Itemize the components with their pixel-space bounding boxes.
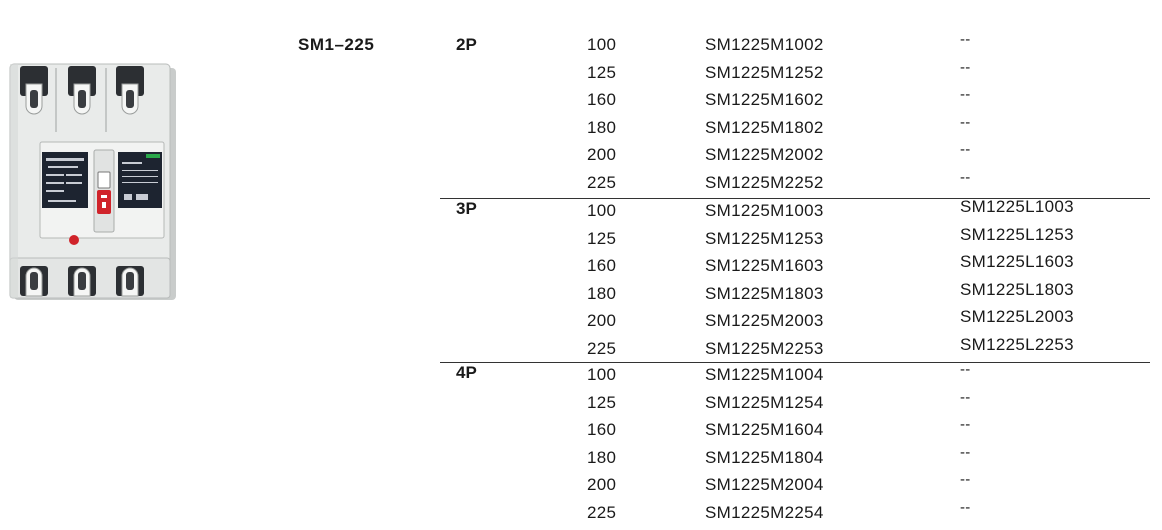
l-code-cell: --: [960, 141, 971, 158]
l-code-cell: --: [960, 58, 971, 76]
l-code-cell: SM1225L1603: [960, 252, 1074, 271]
pole-group-4p: 4P 100 SM1225M1004 -- 125 SM1225M1254 --…: [440, 361, 1150, 523]
m-code-cell: SM1225M1804: [705, 447, 824, 467]
l-code-cell: SM1225L2003: [960, 307, 1074, 326]
table-row: 160 SM1225M1604 --: [440, 416, 1150, 447]
l-code-cell: --: [960, 361, 971, 378]
table-row: 100 SM1225M1003 SM1225L1003: [440, 197, 1150, 228]
pole-group-2p: 2P 100 SM1225M1002 -- 125 SM1225M1252 --…: [440, 31, 1150, 200]
m-code-cell: SM1225M1003: [705, 201, 824, 220]
m-code-cell: SM1225M1252: [705, 62, 824, 82]
m-code-cell: SM1225M1604: [705, 420, 824, 439]
rating-cell: 180: [587, 447, 617, 467]
m-code-cell: SM1225M1802: [705, 117, 824, 137]
table-row: 200 SM1225M2003 SM1225L2003: [440, 307, 1150, 338]
table-row: 125 SM1225M1252 --: [440, 59, 1150, 90]
rating-cell: 160: [587, 90, 617, 109]
rating-cell: 180: [587, 117, 617, 137]
rating-cell: 200: [587, 311, 617, 330]
rating-cell: 200: [587, 475, 617, 494]
group-divider: [440, 362, 1150, 363]
l-code-cell: SM1225L1803: [960, 279, 1074, 299]
table-row: 125 SM1225M1253 SM1225L1253: [440, 225, 1150, 256]
table-row: 180 SM1225M1803 SM1225L1803: [440, 280, 1150, 311]
circuit-breaker-image: [9, 63, 176, 300]
pole-label: 4P: [456, 363, 477, 382]
m-code-cell: SM1225M2003: [705, 311, 824, 330]
rating-cell: 225: [587, 172, 617, 192]
table-row: 160 SM1225M1603 SM1225L1603: [440, 252, 1150, 283]
table-row: 125 SM1225M1254 --: [440, 389, 1150, 420]
l-code-cell: --: [960, 388, 971, 406]
l-code-cell: SM1225L1003: [960, 197, 1074, 216]
m-code-cell: SM1225M1603: [705, 256, 824, 275]
rating-cell: 225: [587, 338, 617, 358]
m-code-cell: SM1225M1253: [705, 228, 824, 248]
group-divider: [440, 198, 1150, 199]
table-row: 225 SM1225M2253 SM1225L2253: [440, 335, 1150, 366]
m-code-cell: SM1225M1803: [705, 283, 824, 303]
m-code-cell: SM1225M1002: [705, 35, 824, 54]
l-code-cell: SM1225L1253: [960, 224, 1074, 244]
table-row: 180 SM1225M1802 --: [440, 114, 1150, 145]
m-code-cell: SM1225M1254: [705, 392, 824, 412]
table-row: 100 SM1225M1002 --: [440, 31, 1150, 62]
table-row: 225 SM1225M2252 --: [440, 169, 1150, 200]
rating-cell: 125: [587, 392, 617, 412]
pole-group-3p: 3P 100 SM1225M1003 SM1225L1003 125 SM122…: [440, 197, 1150, 362]
rating-cell: 225: [587, 502, 617, 522]
rating-cell: 100: [587, 35, 617, 54]
l-code-cell: --: [960, 113, 971, 131]
rating-cell: 160: [587, 256, 617, 275]
m-code-cell: SM1225M2254: [705, 502, 824, 522]
rating-cell: 100: [587, 365, 617, 384]
table-row: 180 SM1225M1804 --: [440, 444, 1150, 475]
l-code-cell: SM1225L2253: [960, 334, 1074, 354]
m-code-cell: SM1225M1602: [705, 90, 824, 109]
m-code-cell: SM1225M2252: [705, 172, 824, 192]
table-row: 100 SM1225M1004 --: [440, 361, 1150, 392]
rating-cell: 125: [587, 228, 617, 248]
l-code-cell: --: [960, 471, 971, 488]
pole-label: 2P: [456, 35, 477, 54]
l-code-cell: --: [960, 31, 971, 48]
m-code-cell: SM1225M2002: [705, 145, 824, 164]
l-code-cell: --: [960, 416, 971, 433]
l-code-cell: --: [960, 86, 971, 103]
pole-label: 3P: [456, 199, 477, 218]
l-code-cell: --: [960, 168, 971, 186]
table-row: 160 SM1225M1602 --: [440, 86, 1150, 117]
series-title: SM1–225: [298, 35, 375, 54]
l-code-cell: --: [960, 443, 971, 461]
table-row: 200 SM1225M2002 --: [440, 141, 1150, 172]
rating-cell: 125: [587, 62, 617, 82]
m-code-cell: SM1225M2253: [705, 338, 824, 358]
rating-cell: 160: [587, 420, 617, 439]
m-code-cell: SM1225M1004: [705, 365, 824, 384]
m-code-cell: SM1225M2004: [705, 475, 824, 494]
rating-cell: 100: [587, 201, 617, 220]
l-code-cell: --: [960, 498, 971, 516]
table-row: 225 SM1225M2254 --: [440, 499, 1150, 530]
rating-cell: 180: [587, 283, 617, 303]
table-row: 200 SM1225M2004 --: [440, 471, 1150, 502]
rating-cell: 200: [587, 145, 617, 164]
